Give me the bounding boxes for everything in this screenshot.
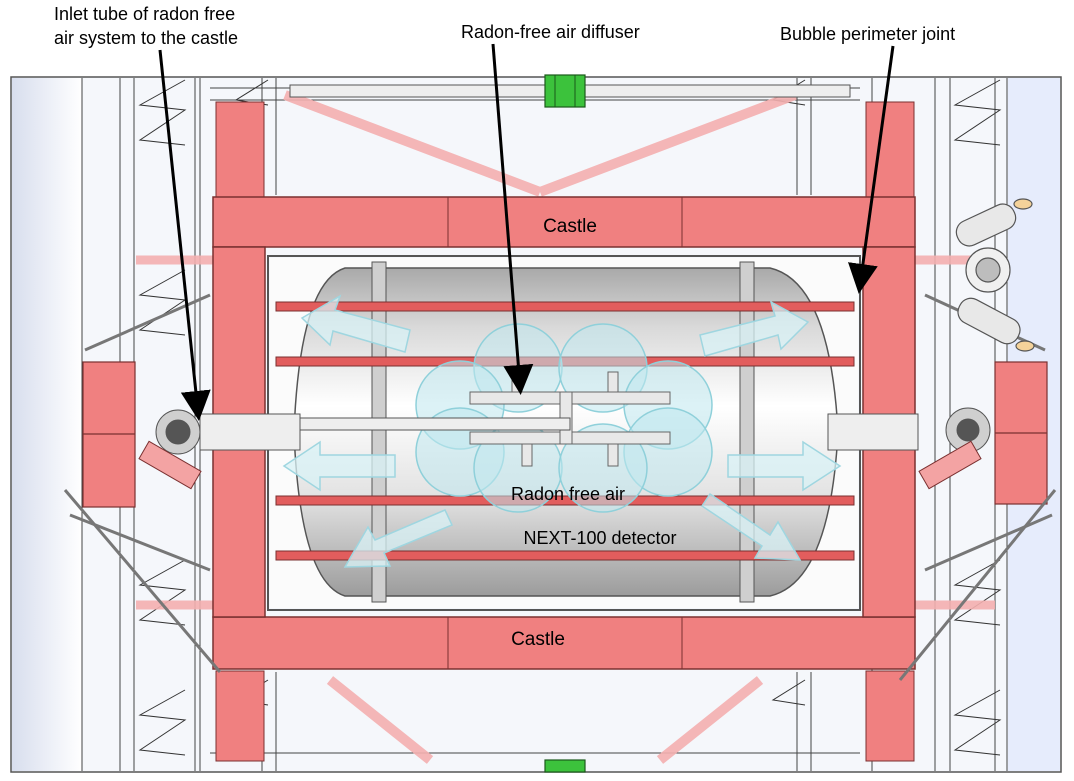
hall-wall-left bbox=[12, 78, 82, 771]
castle-bottom-label: Castle bbox=[511, 629, 565, 650]
inlet-tube-label-line2: air system to the castle bbox=[54, 28, 239, 48]
tension-rods bbox=[63, 293, 1057, 681]
cross-braces bbox=[283, 90, 797, 764]
radon-free-air-label: Radon free air bbox=[511, 484, 625, 504]
castle-top-beam bbox=[212, 196, 916, 248]
detector-label: NEXT-100 detector bbox=[523, 528, 676, 548]
diffuser-pipes bbox=[469, 371, 671, 467]
hatch-hinges bbox=[138, 440, 982, 490]
bottom-green-clamp bbox=[544, 759, 586, 773]
inlet-tube-label-line1: Inlet tube of radon free bbox=[54, 4, 236, 24]
diffuser-label: Radon-free air diffuser bbox=[461, 22, 640, 42]
callout-leaders bbox=[158, 43, 895, 421]
top-green-clamp bbox=[544, 74, 586, 108]
robot-arm bbox=[955, 198, 1035, 352]
bubble-joint-label: Bubble perimeter joint bbox=[780, 24, 956, 44]
flow-arrows bbox=[282, 294, 842, 568]
side-hatches bbox=[82, 361, 1048, 508]
castle-top-label: Castle bbox=[543, 216, 597, 237]
inlet-tube bbox=[155, 409, 571, 455]
castle-bottom-beam bbox=[212, 616, 916, 670]
